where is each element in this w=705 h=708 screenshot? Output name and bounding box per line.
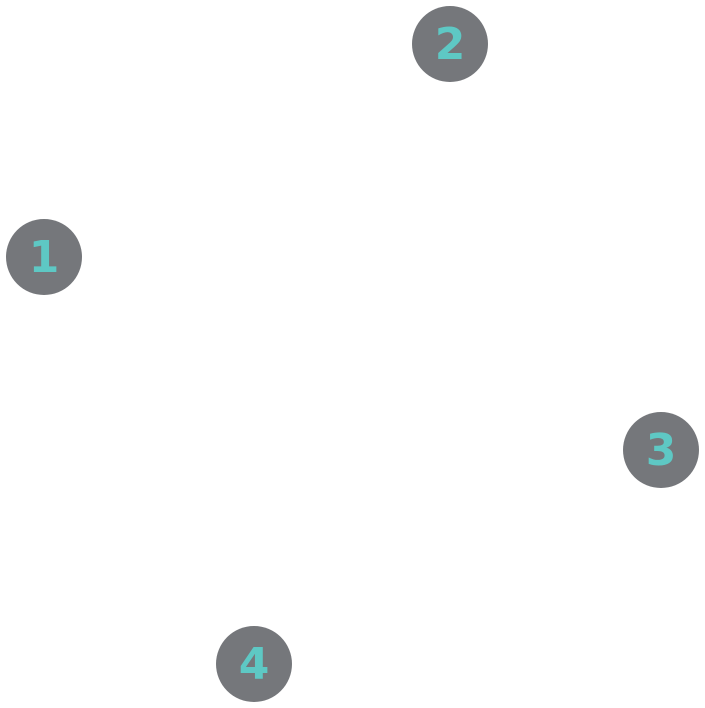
- marker-1-badge: 1: [6, 219, 82, 295]
- marker-4-number: 4: [238, 639, 270, 690]
- marker-3-badge: 3: [623, 412, 699, 488]
- marker-1-number: 1: [28, 232, 60, 283]
- marker-2-number: 2: [434, 19, 466, 70]
- marker-2-badge: 2: [412, 6, 488, 82]
- marker-4-badge: 4: [216, 626, 292, 702]
- marker-3-number: 3: [645, 425, 677, 476]
